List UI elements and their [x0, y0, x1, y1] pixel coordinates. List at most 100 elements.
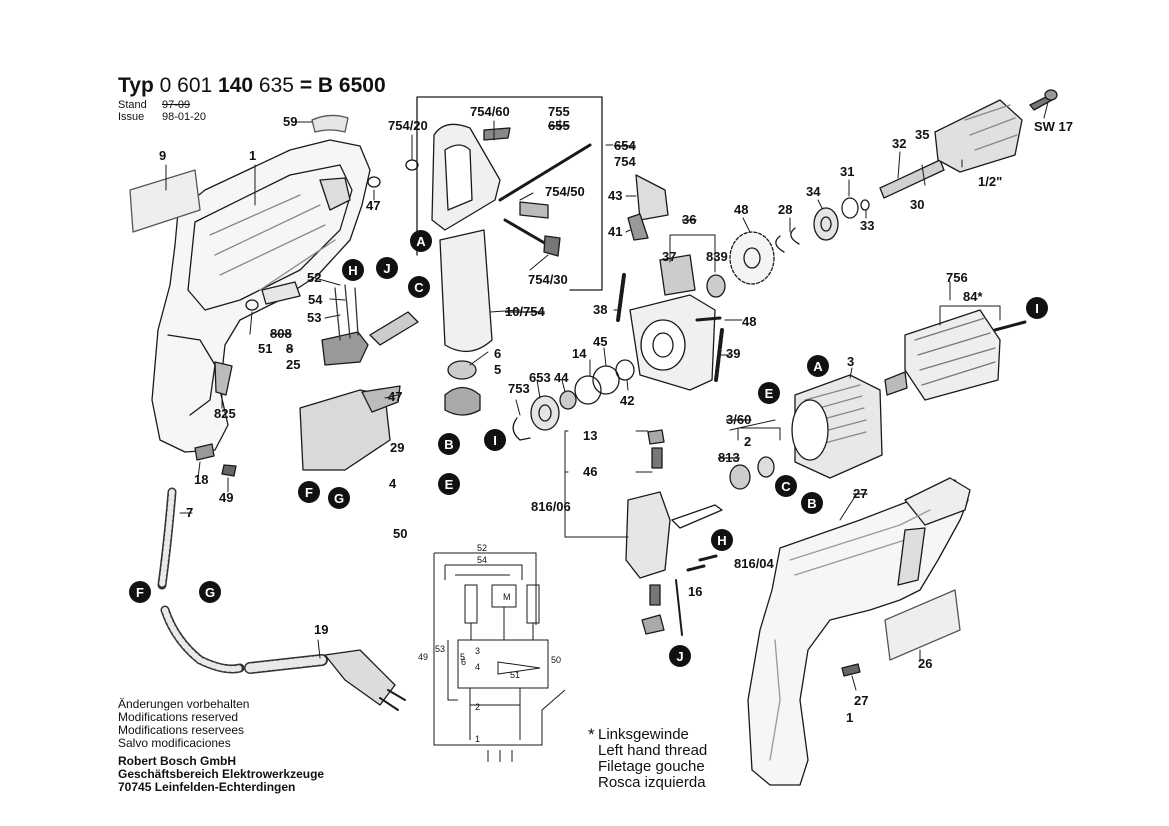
ring-41-shape — [615, 359, 635, 381]
part-label: 39 — [726, 346, 740, 361]
part-label: 756 — [946, 270, 968, 285]
callout-circle — [376, 257, 398, 279]
part-label: 655 — [548, 118, 570, 133]
part-label: 28 — [778, 202, 792, 217]
part-label: 1 — [846, 710, 853, 725]
part-label: 43 — [608, 188, 622, 203]
resistor-left-shape — [464, 584, 478, 624]
issue-label: Issue — [118, 111, 145, 123]
callout-circle — [438, 473, 460, 495]
part-label: 59 — [283, 114, 297, 129]
callout-letter: E — [445, 477, 454, 492]
part-label: 38 — [593, 302, 607, 317]
callout-circle — [775, 475, 797, 497]
part-label: 18 — [194, 472, 208, 487]
schematic-label: 50 — [551, 655, 561, 665]
callout-circle — [298, 481, 320, 503]
part-label: 14 — [572, 346, 587, 361]
callout-circle — [410, 230, 432, 252]
leader-lines — [165, 101, 1049, 691]
part-label: 48 — [742, 314, 756, 329]
label-20-shape — [884, 589, 961, 661]
switch-shape — [299, 389, 391, 471]
part-label: 816/06 — [531, 499, 571, 514]
circlip-44-shape — [512, 417, 531, 441]
part-label: 1/2" — [978, 174, 1002, 189]
footnote-de: Linksgewinde — [598, 726, 689, 743]
schematic-label: 1 — [475, 734, 480, 744]
part-label: 37 — [662, 249, 676, 264]
part-label: 29 — [390, 440, 404, 455]
part-label: 53 — [307, 310, 321, 325]
footnote-es: Rosca izquierda — [598, 774, 706, 791]
callout-circle — [129, 581, 151, 603]
company-name: Robert Bosch GmbH — [118, 754, 237, 768]
footnote-en: Left hand thread — [598, 742, 708, 759]
part-label: 753 — [508, 381, 530, 396]
screw-826-shape — [841, 663, 861, 677]
part-7-shape — [194, 443, 215, 461]
gear-34-shape — [729, 231, 775, 285]
part-label: 3 — [847, 354, 854, 369]
part-label: 825 — [214, 406, 236, 421]
schematic-label: 2 — [475, 702, 480, 712]
typ-label: Typ — [118, 74, 154, 97]
nameplate-shape — [129, 169, 201, 233]
part-753-shape — [447, 360, 477, 380]
part-label: 46 — [583, 464, 597, 479]
schematic-label: M — [503, 592, 511, 602]
callout-letter: G — [334, 491, 344, 506]
equals-sign: = — [299, 74, 313, 97]
part-label: 653 — [529, 370, 551, 385]
part-label: 49 — [219, 490, 233, 505]
spindle-30-shape — [879, 159, 945, 199]
part-label: 84* — [963, 289, 983, 304]
part-label: 47 — [388, 389, 402, 404]
switch-825-shape — [321, 331, 369, 366]
plug-shape — [324, 649, 396, 706]
part-label: 34 — [806, 184, 821, 199]
part-label: 19 — [314, 622, 328, 637]
callout-circle — [484, 429, 506, 451]
callout-circle — [328, 487, 350, 509]
part-label: 25 — [286, 357, 300, 372]
company-address: 70745 Leinfelden-Echterdingen — [118, 780, 296, 794]
part-label: 816/04 — [734, 556, 775, 571]
callout-circle — [801, 492, 823, 514]
callout-letter: I — [1035, 301, 1039, 316]
stand-line: Stand — [118, 100, 147, 111]
part-label: 4 — [389, 476, 397, 491]
spring-48-left-shape — [616, 273, 626, 322]
part-label: 8 — [286, 341, 293, 356]
wiring-schematic — [433, 552, 566, 762]
part-label: 36 — [682, 212, 696, 227]
callout-letter: F — [305, 485, 313, 500]
part-label: 6 — [494, 346, 501, 361]
part-label: 44 — [554, 370, 569, 385]
part-label: 26 — [918, 656, 932, 671]
part-31-shape — [775, 227, 800, 253]
part-label: 754 — [614, 154, 636, 169]
part-label: 13 — [583, 428, 597, 443]
callout-circle — [408, 276, 430, 298]
schematic-label: 3 — [475, 646, 480, 656]
schematic-label: 51 — [510, 670, 520, 680]
aux-handle-grip-shape — [439, 229, 493, 352]
part-label: 42 — [620, 393, 634, 408]
part-label: 32 — [892, 136, 906, 151]
issue-value: 98-01-20 — [162, 111, 207, 123]
callout-letter: H — [348, 263, 357, 278]
callout-letter: G — [205, 585, 215, 600]
part-label: 50 — [393, 526, 407, 541]
housing-left-shape — [151, 139, 371, 453]
callout-letter: C — [781, 479, 791, 494]
typ-number-c: 635 — [258, 74, 294, 97]
part-label: 54 — [308, 292, 323, 307]
part-label: 48 — [734, 202, 748, 217]
typ-number-b: 140 — [218, 74, 254, 97]
callout-circle — [669, 645, 691, 667]
armature-shape — [904, 309, 1001, 401]
schematic-label: 6 — [461, 657, 466, 667]
part-label: 754/20 — [388, 118, 428, 133]
